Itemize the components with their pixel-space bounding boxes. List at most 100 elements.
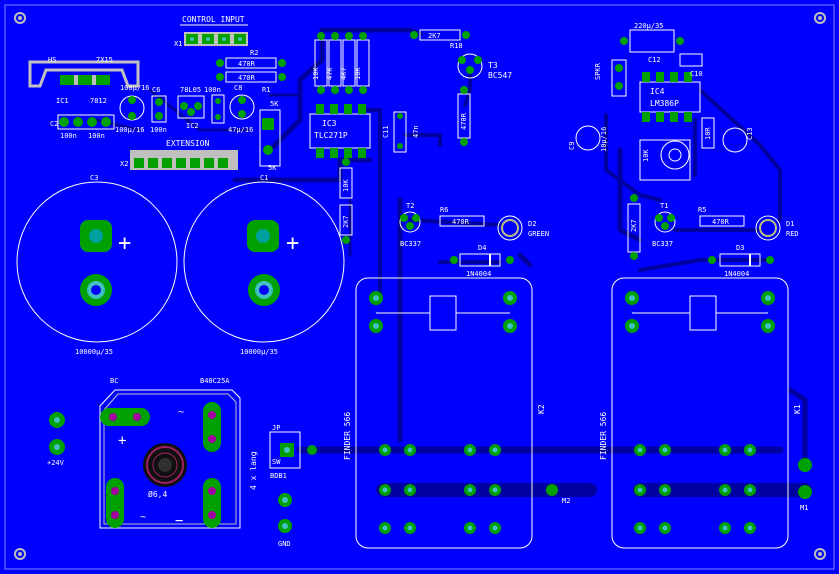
power-terminal-24v: +24V [47,412,65,467]
svg-text:C8: C8 [234,84,242,92]
svg-text:+24V: +24V [47,459,65,467]
svg-text:IC1: IC1 [56,97,69,105]
resistor-r18: 2K7 R18 [410,29,470,50]
svg-text:+: + [118,433,126,449]
svg-text:R18: R18 [450,42,463,50]
svg-text:BC547: BC547 [488,71,512,80]
capacitor-c5: 100µ/16 100µ/16 [115,84,150,134]
heatsink-hs: HS 7X15 IC1 7812 [28,56,140,105]
svg-text:GREEN: GREEN [528,230,549,238]
relay-k2: FINDER 566 K2 M2 [343,277,570,549]
transistor-t3: T3 BC547 [457,53,512,80]
led-d1: D1 RED [755,215,799,241]
svg-text:LM386P: LM386P [650,99,679,108]
svg-text:CONTROL INPUT: CONTROL INPUT [182,15,245,24]
svg-text:T2: T2 [406,202,414,210]
svg-text:C13: C13 [746,127,754,140]
resistor-r6: 470R R6 [439,206,485,227]
capacitor-c8: C8 47µ/16 [228,84,255,134]
svg-text:HS: HS [48,56,56,64]
svg-text:C6: C6 [152,86,160,94]
svg-text:−: − [175,513,183,529]
svg-text:TLC271P: TLC271P [314,131,348,140]
svg-text:C11: C11 [382,125,390,138]
svg-text:10000µ/35: 10000µ/35 [240,348,278,356]
capacitor-c10: C10 [679,53,703,78]
svg-text:C9: C9 [568,142,576,150]
svg-text:SW: SW [272,458,281,466]
diode-d4: D4 1N4004 [450,244,514,278]
capacitor-c1: C1 10000µ/35 + [183,174,345,356]
svg-text:K2: K2 [537,404,546,414]
svg-text:C3: C3 [90,174,98,182]
control-input-header: CONTROL INPUT X1 [174,15,248,48]
svg-text:~: ~ [178,407,184,418]
svg-text:K1: K1 [793,404,802,414]
capacitor-c3: C3 10000µ/35 + [16,174,178,356]
svg-text:C10: C10 [690,70,703,78]
svg-text:47K: 47K [326,67,334,80]
svg-text:C2: C2 [50,120,58,128]
svg-text:BC: BC [110,377,118,385]
svg-text:BC337: BC337 [400,240,421,248]
extension-header: EXTENSION X2 [120,139,238,170]
svg-text:X2: X2 [120,160,128,168]
svg-text:78L05: 78L05 [180,86,201,94]
svg-text:T1: T1 [660,202,668,210]
svg-text:M1: M1 [800,504,808,512]
svg-text:+: + [118,231,131,256]
svg-text:100n: 100n [88,132,105,140]
svg-text:470R: 470R [452,218,470,226]
svg-text:~: ~ [140,512,146,523]
svg-text:BC337: BC337 [652,240,673,248]
svg-text:10000µ/35: 10000µ/35 [75,348,113,356]
capacitor-c4-small: 100n [204,86,225,124]
svg-text:100µ/16: 100µ/16 [115,126,145,134]
svg-text:4K7: 4K7 [340,67,348,80]
svg-text:100n: 100n [60,132,77,140]
svg-text:IC2: IC2 [186,122,199,130]
svg-text:2K7: 2K7 [342,215,350,228]
svg-text:EXTENSION: EXTENSION [166,139,210,148]
svg-text:M2: M2 [562,497,570,505]
svg-text:IC4: IC4 [650,87,665,96]
diode-d1-vertical: 5K 5K [259,100,281,172]
regulator-ic2: 78L05 IC2 [177,86,205,130]
svg-text:IC3: IC3 [322,119,337,128]
svg-text:GND: GND [278,540,291,548]
led-d2: D2 GREEN [497,215,549,241]
resistor-r19: 470R [457,86,471,146]
svg-text:470R: 470R [712,218,730,226]
svg-text:2K7: 2K7 [428,32,441,40]
svg-text:R1: R1 [262,86,270,94]
capacitor-c11: 47n C11 [382,111,420,153]
svg-text:T3: T3 [488,61,498,70]
diode-d3: D3 1N4004 [708,244,774,278]
svg-text:100n: 100n [204,86,221,94]
svg-text:B40C25A: B40C25A [200,377,230,385]
svg-text:10µ/16: 10µ/16 [600,127,608,152]
svg-text:RED: RED [786,230,799,238]
svg-text:D2: D2 [528,220,536,228]
svg-text:10K: 10K [354,67,362,80]
resistor-r5: 470R R5 [698,206,745,227]
svg-text:D1: D1 [786,220,794,228]
svg-text:4 x lang: 4 x lang [249,451,258,490]
svg-text:7X15: 7X15 [96,56,113,64]
resistors-r10-r11: 10K 2K7 [339,158,353,244]
svg-text:10R: 10R [704,127,712,140]
svg-text:R5: R5 [698,206,706,214]
svg-text:JP: JP [272,424,280,432]
bridge-rectifier: BC B40C25A Ø6,4 + − ~ ~ 4 x lang [99,377,258,529]
svg-text:C1: C1 [260,174,268,182]
svg-text:10K: 10K [642,149,650,162]
svg-text:D4: D4 [478,244,486,252]
jumper-sw: JP SW BDB1 [269,424,317,480]
svg-text:D3: D3 [736,244,744,252]
svg-text:47n: 47n [412,125,420,138]
svg-text:C12: C12 [648,56,661,64]
svg-text:X1: X1 [174,40,182,48]
svg-text:BDB1: BDB1 [270,472,287,480]
svg-text:100n: 100n [150,126,167,134]
